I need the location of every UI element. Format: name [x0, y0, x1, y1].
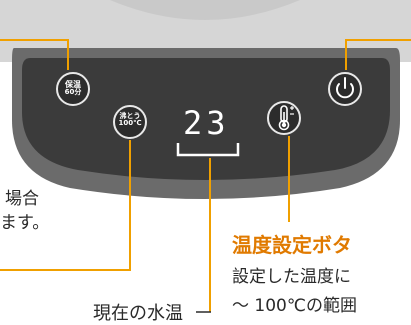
thermometer-plus-minus-icon [278, 105, 294, 131]
power-icon [336, 77, 354, 99]
temp-button-desc-line1: 設定した温度に [232, 267, 351, 287]
left-callout-line1: 場合 [5, 189, 39, 209]
keep-warm-line2: 60分 [64, 88, 82, 97]
boil-line1: 沸とう [119, 112, 141, 120]
current-temp-label: 現在の水温 [93, 303, 183, 324]
display-bracket [176, 143, 240, 157]
keep-warm-label: 保温 60分 [58, 80, 88, 97]
boil-label: 沸とう 100℃ [114, 112, 146, 128]
left-callout-line2: ます。 [0, 213, 50, 233]
boil-line2: 100℃ [118, 119, 142, 128]
control-panel [22, 58, 390, 180]
temp-button-title: 温度設定ボタ [232, 233, 352, 257]
temp-button-desc-line2: 〜 100℃の範囲 [232, 296, 357, 316]
keep-warm-line1: 保温 [65, 80, 81, 89]
current-temperature-display: 23 [183, 104, 230, 142]
keep-warm-button[interactable] [56, 72, 90, 106]
kettle-top-arc [110, 0, 300, 20]
boil-button[interactable] [113, 105, 147, 139]
leader-lines [0, 39, 411, 312]
